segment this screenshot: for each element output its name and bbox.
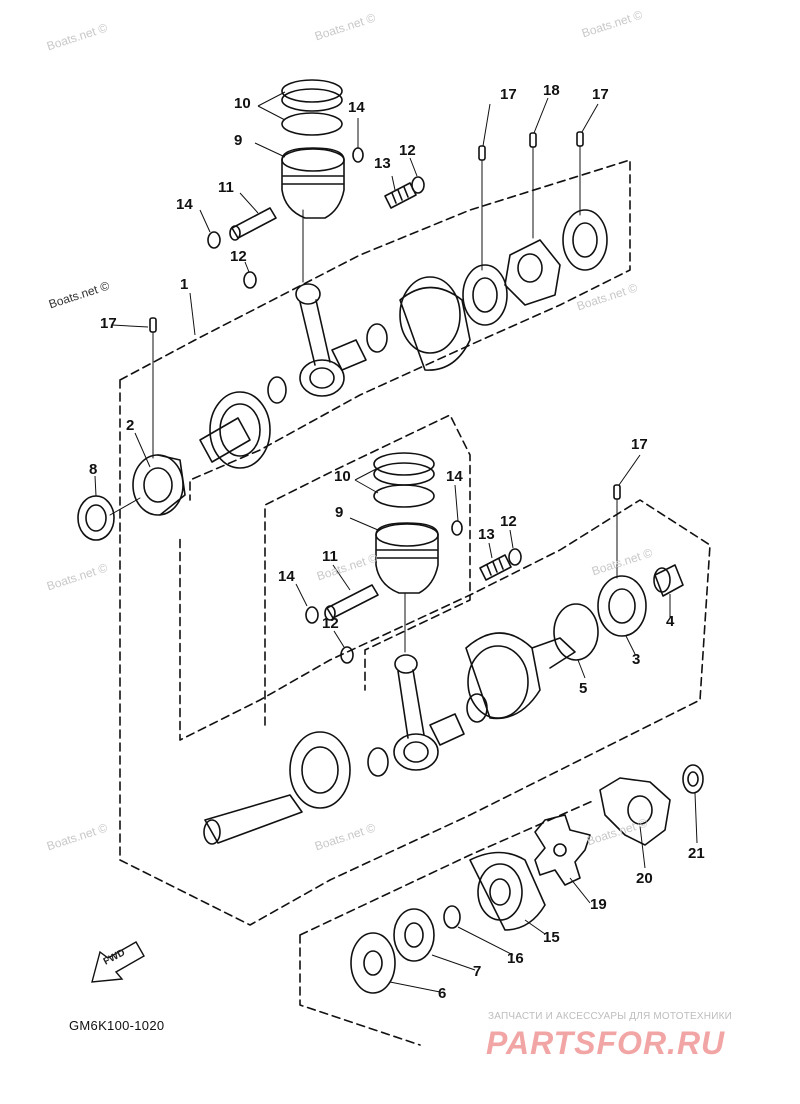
callout-8: 8 — [89, 461, 98, 478]
callout-17: 17 — [592, 86, 609, 103]
upper-assembly-frame — [119, 159, 631, 536]
callout-9: 9 — [234, 132, 243, 149]
callout-2: 2 — [126, 417, 135, 434]
callout-10: 10 — [334, 468, 351, 485]
inner-dashed-frame — [264, 414, 471, 726]
callout-14: 14 — [446, 468, 463, 485]
fwd-arrow-icon — [91, 941, 145, 983]
callout-19: 19 — [590, 896, 607, 913]
callout-12: 12 — [322, 615, 339, 632]
callout-18: 18 — [543, 82, 560, 99]
callout-4: 4 — [666, 613, 675, 630]
callout-17: 17 — [500, 86, 517, 103]
callout-10: 10 — [234, 95, 251, 112]
callout-14: 14 — [176, 196, 193, 213]
callout-9: 9 — [335, 504, 344, 521]
callout-12: 12 — [230, 248, 247, 265]
brand-tagline: ЗАПЧАСТИ И АКСЕССУАРЫ ДЛЯ МОТОТЕХНИКИ — [488, 1011, 733, 1022]
callout-14: 14 — [278, 568, 295, 585]
callout-17: 17 — [631, 436, 648, 453]
callout-14: 14 — [348, 99, 365, 116]
callout-13: 13 — [374, 155, 391, 172]
callout-13: 13 — [478, 526, 495, 543]
callout-20: 20 — [636, 870, 653, 887]
callout-1: 1 — [180, 276, 189, 293]
callout-12: 12 — [500, 513, 517, 530]
diagram-code: GM6K100-1020 — [69, 1018, 165, 1033]
callout-12: 12 — [399, 142, 416, 159]
callout-3: 3 — [632, 651, 641, 668]
callout-6: 6 — [438, 985, 447, 1002]
callout-16: 16 — [507, 950, 524, 967]
callout-15: 15 — [543, 929, 560, 946]
callout-11: 11 — [322, 548, 338, 565]
lower-assembly-frame — [119, 499, 711, 926]
callout-5: 5 — [579, 680, 588, 697]
brand-logo: PARTSFOR.RU — [486, 1025, 726, 1061]
callout-21: 21 — [688, 845, 705, 862]
callout-17: 17 — [100, 315, 117, 332]
callout-7: 7 — [473, 963, 482, 980]
callout-11: 11 — [218, 179, 234, 196]
